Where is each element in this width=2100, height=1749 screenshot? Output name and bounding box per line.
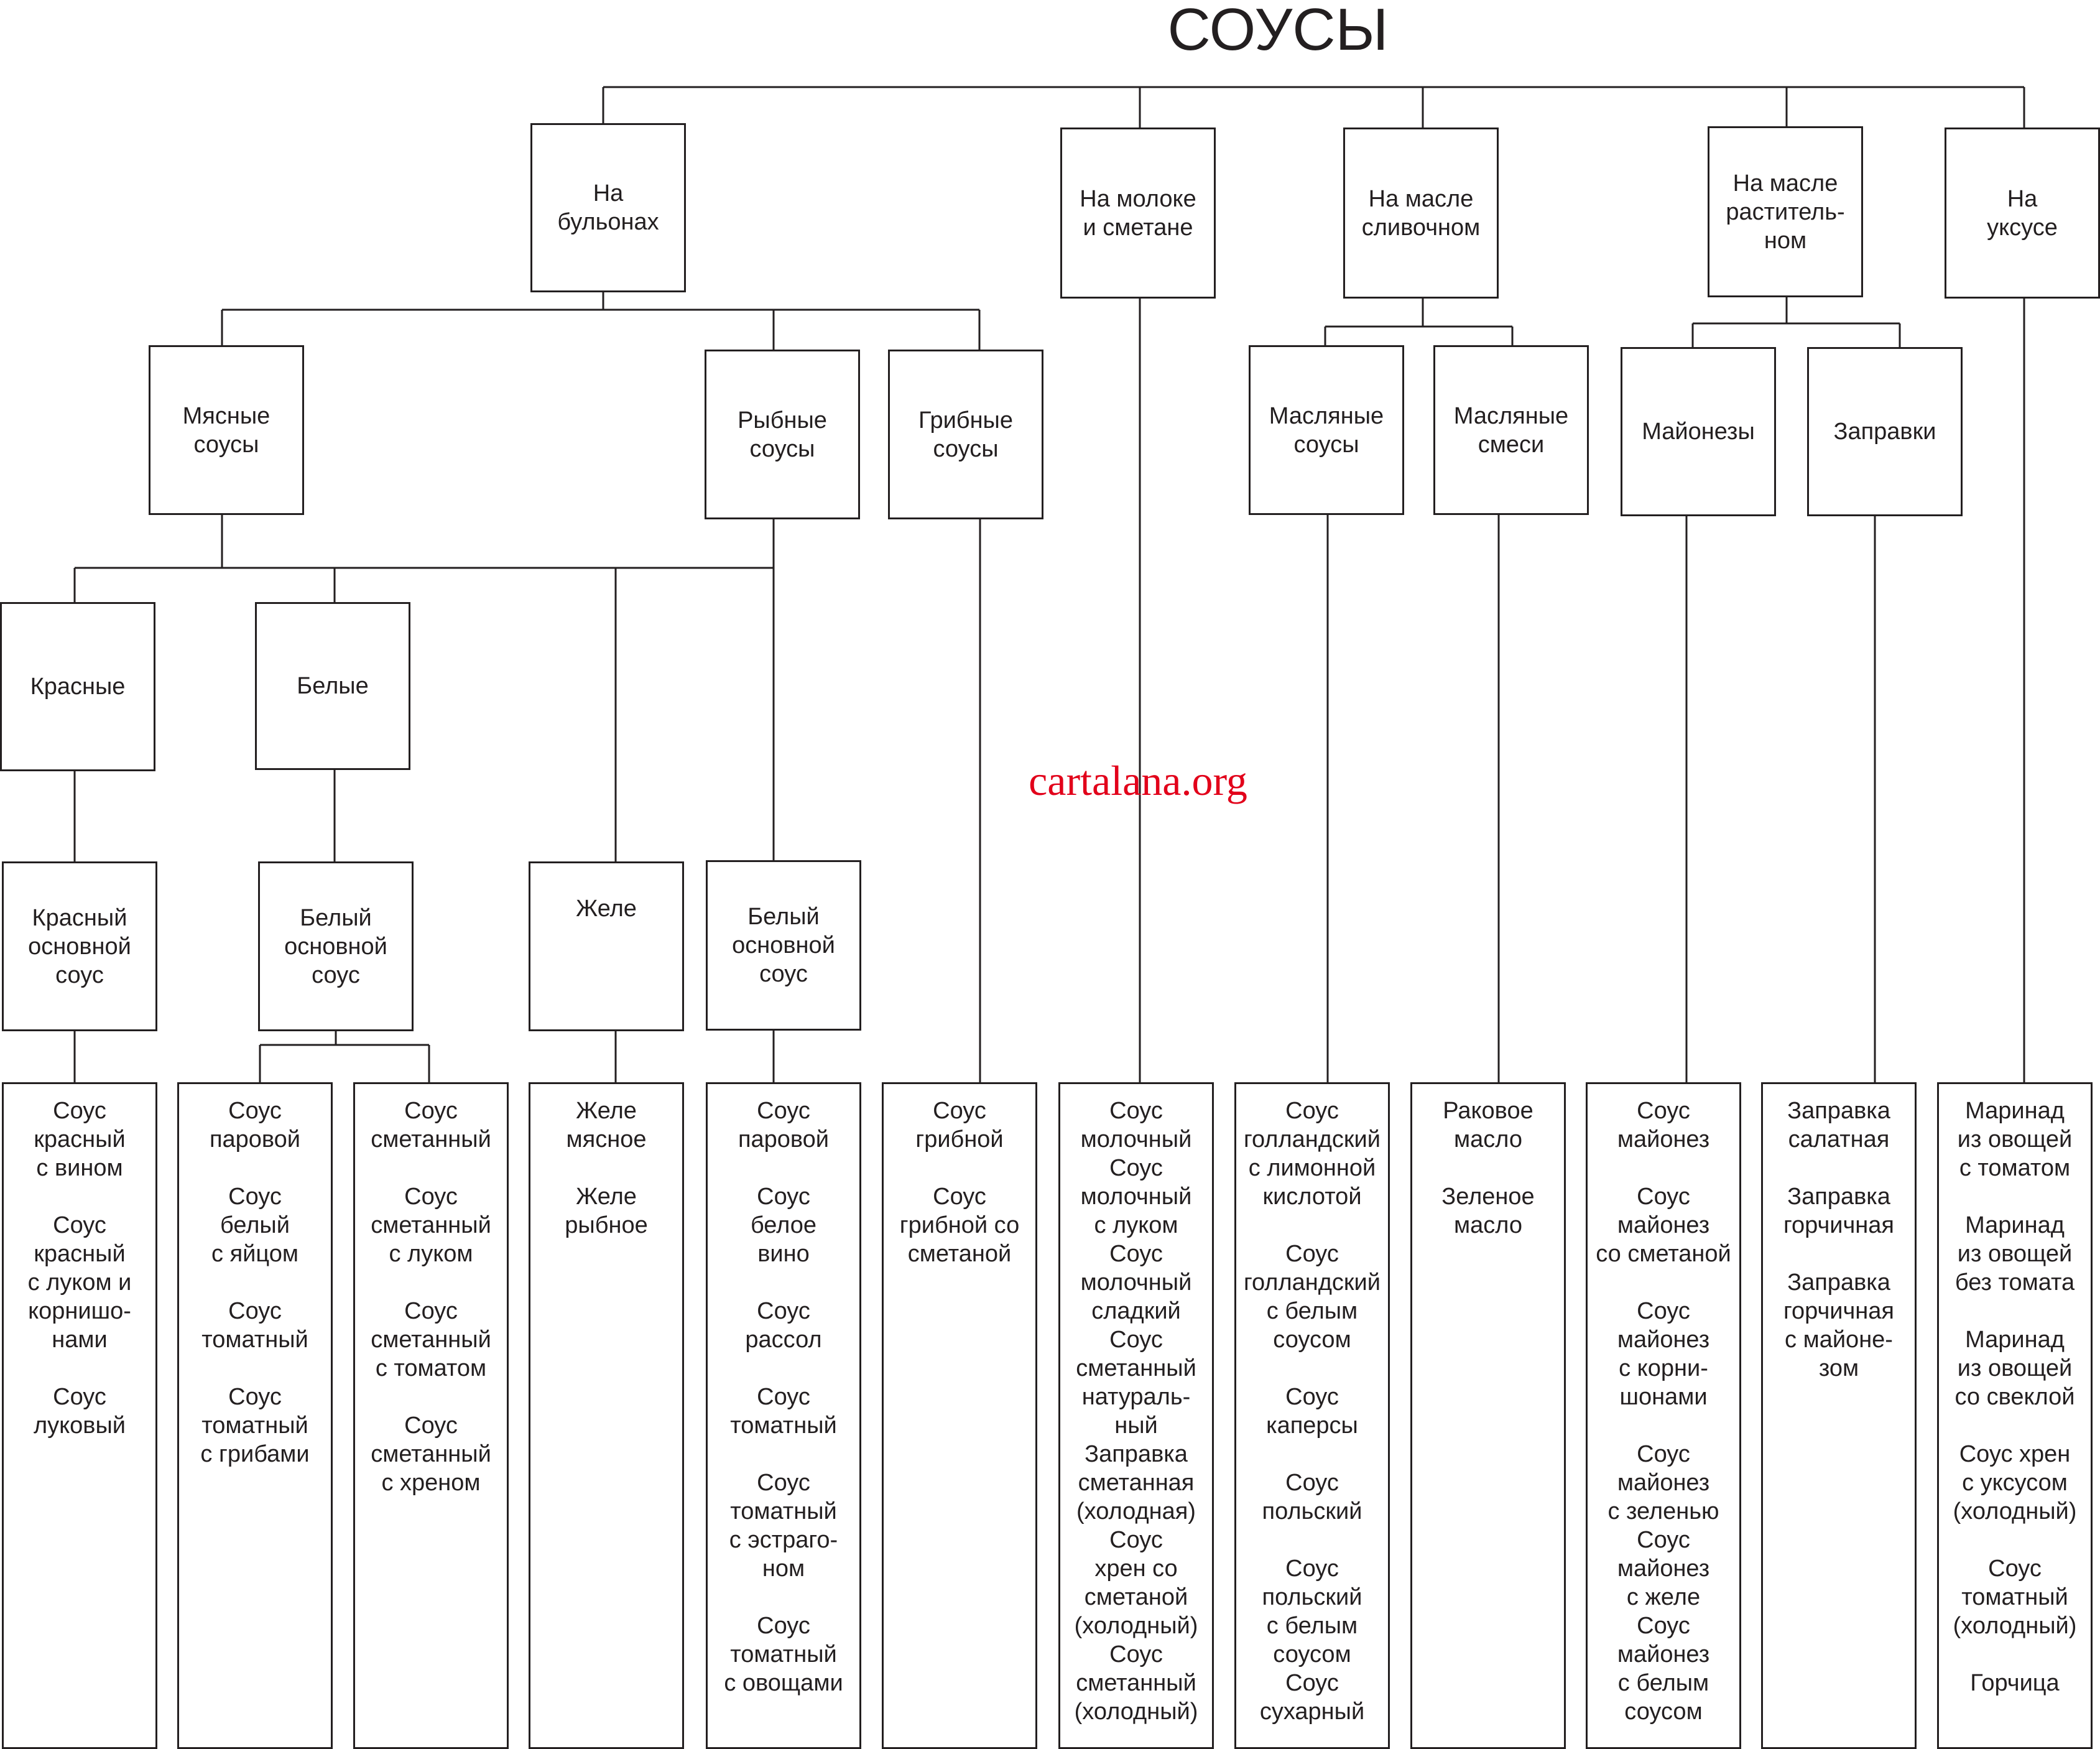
leaf-item: Соус сметанный (371, 1098, 491, 1153)
node-na-bulonah: На бульонах (530, 123, 686, 292)
node-maslyanye-smesi: Масляные смеси (1433, 345, 1589, 515)
leaf-item: Соус паровой (738, 1098, 830, 1153)
leaf-item: Заправка горчичная с майоне- зом (1783, 1269, 1894, 1381)
node-na-uksuse: На уксусе (1945, 128, 2100, 299)
node-na-masle-rastitelnom: На масле раститель- ном (1708, 126, 1863, 297)
node-myasnye-sousy: Мясные соусы (149, 345, 304, 515)
node-label: Мясные соусы (182, 402, 271, 458)
leaf-zhele: Желе мясное Желе рыбное (529, 1082, 684, 1749)
leaf-item: Соус рассол (745, 1298, 822, 1353)
leaf-item: Заправка горчичная (1783, 1184, 1894, 1238)
leaf-item: Соус сметанный с томатом (371, 1298, 491, 1381)
node-zhele: Желе (529, 861, 684, 1031)
leaf-item: Соус красный с луком и корнишо- нами (27, 1212, 132, 1353)
leaf-item: Горчица (1970, 1670, 2060, 1696)
leaf-moloko-smetana: Соус молочный Соус молочный с луком Соус… (1058, 1082, 1214, 1749)
leaf-item: Соус сметанный с луком (371, 1184, 491, 1267)
leaf-item: Соус майонез со сметаной (1596, 1184, 1731, 1267)
leaf-item: Зеленое масло (1441, 1184, 1535, 1238)
leaf-item: Соус томатный (730, 1384, 837, 1439)
leaf-maslyanye-smesi: Раковое масло Зеленое масло (1410, 1082, 1566, 1749)
node-label: Рыбные соусы (738, 407, 827, 462)
leaf-item: Соус сметанный с хреном (371, 1413, 491, 1496)
leaf-item: Раковое масло (1443, 1098, 1533, 1153)
leaf-item: Соус луковый (33, 1384, 126, 1439)
leaf-item: Соус грибной (915, 1098, 1004, 1153)
leaf-item: Соус белый с яйцом (211, 1184, 298, 1267)
node-label: На уксусе (1987, 185, 2058, 241)
leaf-item: Соус хрен с уксусом (холодный) (1953, 1441, 2077, 1524)
leaf-rybnye-sousy: Соус паровой Соус белое вино Соус рассол… (706, 1082, 861, 1749)
leaf-item: Соус томатный (холодный) (1953, 1556, 2077, 1639)
node-label: Грибные соусы (918, 407, 1013, 462)
leaf-maslyanye-sousy: Соус голландский с лимонной кислотой Соу… (1234, 1082, 1390, 1749)
node-na-masle-slivochnom: На масле сливочном (1343, 128, 1499, 299)
leaf-maionezy: Соус майонез Соус майонез со сметаной Со… (1586, 1082, 1741, 1749)
leaf-item: Соус польский с белым соусом Соус сухарн… (1259, 1556, 1365, 1725)
leaf-item: Маринад из овощей без томата (1954, 1212, 2075, 1296)
leaf-item: Желе мясное (566, 1098, 647, 1153)
node-belye: Белые (255, 602, 410, 770)
leaf-uksus: Маринад из овощей с томатом Маринад из о… (1937, 1082, 2093, 1749)
leaf-gribnye-sousy: Соус грибной Соус грибной со сметаной (882, 1082, 1037, 1749)
leaf-item: Соус томатный с эстраго- ном (729, 1470, 838, 1582)
leaf-item: Маринад из овощей с томатом (1957, 1098, 2073, 1181)
leaf-item: Соус грибной со сметаной (899, 1184, 1020, 1267)
node-rybnye-sousy: Рыбные соусы (705, 350, 860, 519)
leaf-item: Соус красный с вином (34, 1098, 126, 1181)
node-zapravki: Заправки (1807, 347, 1963, 516)
watermark-text: cartalana.org (1029, 757, 1247, 804)
leaf-krasnye-sousy: Соус красный с вином Соус красный с луко… (2, 1082, 157, 1749)
node-bely-osnovnoy-sous-ryba: Белый основной соус (706, 860, 861, 1031)
leaf-item: Соус томатный с грибами (200, 1384, 310, 1467)
leaf-belye-sousy-1: Соус паровой Соус белый с яйцом Соус том… (177, 1082, 333, 1749)
node-label: Красные (30, 674, 126, 700)
leaf-item: Соус майонез с зеленью Соус майонез с же… (1607, 1441, 1719, 1725)
node-bely-osnovnoy-sous: Белый основной соус (258, 861, 414, 1031)
leaf-item: Соус молочный Соус молочный с луком Соус… (1074, 1098, 1198, 1725)
node-label: Белый основной соус (732, 904, 835, 987)
node-na-moloke: На молоке и сметане (1060, 128, 1216, 299)
leaf-item: Соус польский (1262, 1470, 1362, 1524)
node-label: На молоке и сметане (1080, 185, 1196, 241)
page-title: СОУСЫ (1167, 0, 1389, 63)
node-label: Желе (576, 896, 637, 922)
node-maslyanye-sousy: Масляные соусы (1249, 345, 1404, 515)
node-krasny-osnovnoy-sous: Красный основной соус (2, 861, 157, 1031)
node-label: Масляные смеси (1453, 402, 1569, 458)
leaf-item: Желе рыбное (565, 1184, 648, 1238)
leaf-item: Заправка салатная (1787, 1098, 1890, 1153)
leaf-item: Соус каперсы (1266, 1384, 1358, 1439)
leaf-item: Соус майонез (1617, 1098, 1710, 1153)
node-maionezy: Майонезы (1621, 347, 1776, 516)
leaf-zapravki: Заправка салатная Заправка горчичная Зап… (1761, 1082, 1917, 1749)
node-label: Белые (297, 673, 369, 699)
leaf-item: Соус паровой (209, 1098, 301, 1153)
node-label: Красный основной соус (28, 904, 131, 988)
node-label: На бульонах (557, 180, 659, 235)
leaf-item: Соус майонез с корни- шонами (1617, 1298, 1710, 1410)
leaf-item: Соус голландский с лимонной кислотой (1243, 1098, 1381, 1210)
node-label: На масле сливочном (1361, 185, 1481, 241)
leaf-item: Соус голландский с белым соусом (1243, 1241, 1381, 1353)
leaf-item: Соус томатный с овощами (724, 1613, 843, 1696)
node-label: Белый основной соус (284, 904, 387, 988)
node-label: Масляные соусы (1269, 402, 1384, 458)
node-krasnye: Красные (0, 602, 155, 771)
leaf-item: Соус белое вино (750, 1184, 817, 1267)
node-label: На масле раститель- ном (1726, 170, 1845, 254)
node-label: Майонезы (1642, 419, 1755, 445)
node-gribnye-sousy: Грибные соусы (888, 350, 1043, 519)
node-label: Заправки (1833, 419, 1936, 445)
leaf-item: Маринад из овощей со свеклой (1954, 1327, 2075, 1410)
leaf-belye-sousy-2: Соус сметанный Соус сметанный с луком Со… (353, 1082, 509, 1749)
leaf-item: Соус томатный (201, 1298, 308, 1353)
